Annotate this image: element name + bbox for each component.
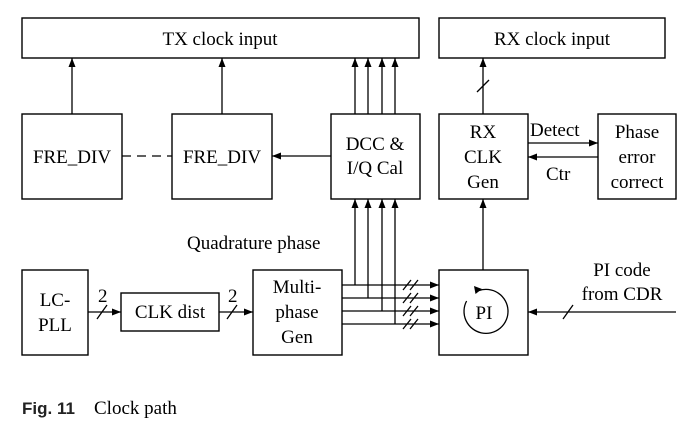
rx-clock-input-block: RX clock input: [438, 17, 666, 59]
multiphase-line3: Gen: [281, 327, 313, 348]
phase-error-line2: error: [619, 147, 657, 168]
dcc-label-line2: I/Q Cal: [347, 158, 403, 179]
pi-code-line1: PI code: [593, 260, 651, 281]
rotation-arrowhead-icon: [474, 286, 482, 294]
rotation-arrow-icon: [463, 288, 509, 334]
fre-div-right-label: FRE_DIV: [183, 147, 261, 168]
bus-slash-pi-code: [562, 304, 574, 320]
quadrature-phase-bus: [342, 199, 439, 330]
dcc-label-line1: DCC &: [346, 134, 405, 155]
clk-dist-label: CLK dist: [135, 302, 206, 323]
bus-slash-rx: [476, 79, 490, 93]
caption-label: Fig. 11: [22, 399, 75, 418]
pi-label: PI: [476, 303, 493, 324]
phase-error-line1: Phase: [615, 122, 659, 143]
tx-clock-input-label: TX clock input: [162, 29, 278, 50]
rx-clk-gen-line3: Gen: [467, 172, 499, 193]
multiphase-line1: Multi-: [273, 277, 322, 298]
rx-clk-gen-line1: RX: [470, 122, 497, 143]
bus-slash-2: [226, 304, 238, 320]
dcc-iq-cal-block: DCC & I/Q Cal: [330, 113, 421, 200]
figure-caption: Fig. 11 Clock path: [22, 398, 177, 419]
phase-error-correct-block: Phase error correct: [597, 113, 677, 200]
phase-error-line3: correct: [611, 172, 664, 193]
fre-div-left-label: FRE_DIV: [33, 147, 111, 168]
lc-pll-block: LC- PLL: [21, 269, 89, 356]
tx-clock-input-block: TX clock input: [21, 17, 420, 59]
dcc-to-tx-arrows: [351, 58, 399, 114]
pi-code-line2: from CDR: [582, 284, 663, 305]
rx-clock-input-label: RX clock input: [494, 29, 611, 50]
lc-pll-line2: PLL: [38, 315, 72, 336]
multiphase-gen-block: Multi- phase Gen: [252, 269, 343, 356]
lc-pll-line1: LC-: [40, 290, 71, 311]
pi-block: PI: [438, 269, 529, 356]
fre-div-left-block: FRE_DIV: [21, 113, 123, 200]
rx-clk-gen-line2: CLK: [464, 147, 502, 168]
rx-clk-gen-block: RX CLK Gen: [438, 113, 529, 200]
fre-div-right-block: FRE_DIV: [171, 113, 273, 200]
bus-width-2: 2: [228, 286, 238, 307]
caption-text: Clock path: [94, 398, 177, 419]
bus-slash-1: [96, 304, 108, 320]
clk-dist-block: CLK dist: [120, 292, 220, 332]
multiphase-line2: phase: [275, 302, 318, 323]
detect-label: Detect: [530, 120, 580, 141]
bus-width-1: 2: [98, 286, 108, 307]
ctr-label: Ctr: [546, 164, 571, 185]
quadrature-phase-label: Quadrature phase: [187, 233, 320, 254]
